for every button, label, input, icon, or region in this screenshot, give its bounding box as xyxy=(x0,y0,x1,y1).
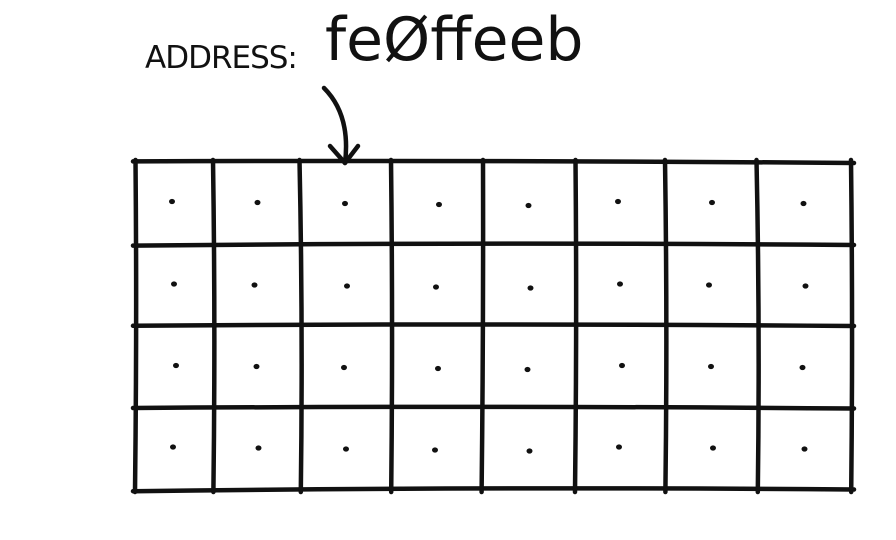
grid-column-line xyxy=(479,157,486,495)
memory-cell-dot xyxy=(799,364,806,371)
memory-cell-dot xyxy=(710,445,716,451)
pointer-arrow-shaft xyxy=(321,85,349,166)
grid-column-line xyxy=(297,157,304,495)
grid-row-line xyxy=(130,322,857,329)
memory-cell-dot xyxy=(251,282,258,288)
memory-cell-dot xyxy=(435,365,441,372)
memory-cell-dot xyxy=(800,200,807,207)
memory-cell-dot xyxy=(343,446,349,452)
memory-cell-dot xyxy=(525,202,532,209)
memory-cell-dot xyxy=(253,363,260,370)
memory-cell-dot xyxy=(254,199,261,206)
memory-cell-dot xyxy=(706,282,712,288)
memory-cell-dot xyxy=(436,201,442,208)
memory-cell-dot xyxy=(709,199,715,206)
memory-cell-dot xyxy=(169,198,175,205)
pointer-arrow xyxy=(321,85,361,166)
memory-cell-dot xyxy=(615,198,621,205)
memory-cell-dot xyxy=(344,283,350,289)
grid-column-line xyxy=(662,157,669,495)
memory-cell-dot xyxy=(341,364,347,371)
address-value-label: feØffeeb xyxy=(325,5,584,75)
grid-column-line xyxy=(388,157,395,495)
memory-cell-dot xyxy=(170,444,176,450)
memory-cell-dot xyxy=(616,444,622,450)
memory-cell-dot xyxy=(802,283,809,289)
memory-cell-dot xyxy=(526,448,533,454)
grid-column-line xyxy=(572,157,579,495)
memory-cell-dot xyxy=(171,281,177,287)
memory-cell-dot xyxy=(173,362,179,369)
grid-column-line xyxy=(848,157,855,495)
memory-cell-dot xyxy=(708,363,714,370)
memory-cell-dot xyxy=(524,366,531,373)
address-prefix-label: ADDRESS: xyxy=(145,40,297,76)
grid-row-line xyxy=(130,404,857,411)
grid-column-line xyxy=(210,157,217,495)
memory-cell-dot xyxy=(433,284,439,290)
grid-column-line xyxy=(754,157,761,495)
grid-row-line xyxy=(130,486,857,494)
memory-grid xyxy=(130,157,857,495)
memory-cell-dot xyxy=(432,447,438,453)
memory-cell-dot xyxy=(617,281,623,287)
memory-cell-dot xyxy=(801,446,808,452)
memory-cell-dot xyxy=(255,445,262,451)
memory-cell-dot xyxy=(527,285,534,291)
memory-cell-dot xyxy=(342,200,348,207)
grid-column-line xyxy=(132,157,139,495)
memory-cell-dot xyxy=(619,362,625,369)
grid-row-line xyxy=(130,158,857,166)
grid-row-line xyxy=(130,241,857,248)
